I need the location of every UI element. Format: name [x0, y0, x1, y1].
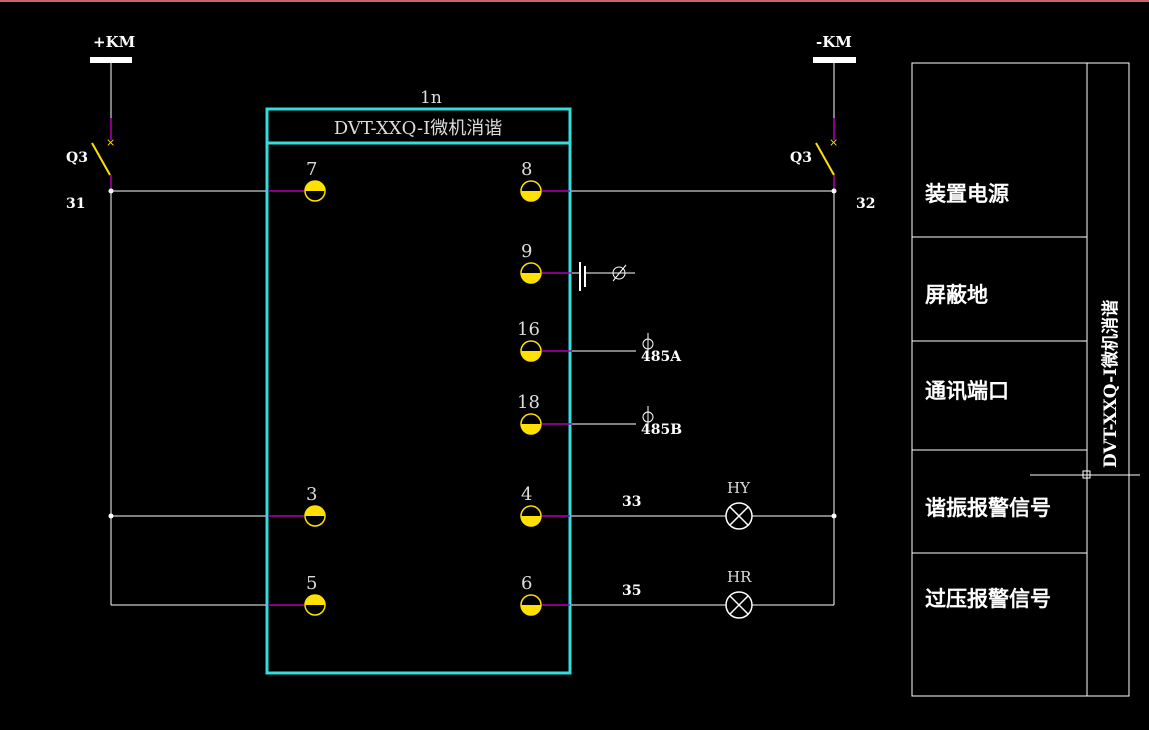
terminal-6-fill: [521, 605, 541, 615]
comm-485a-label: 485A: [641, 349, 682, 365]
terminal-5-label: 5: [306, 573, 317, 594]
switch-q3-right-label: Q3: [790, 150, 812, 166]
switch-q3-left[interactable]: × Q3: [66, 118, 115, 191]
terminal-16-label: 16: [517, 319, 540, 340]
device-ref-label: 1n: [420, 88, 442, 108]
junction-31: [108, 188, 114, 194]
lamp-hy-circle: [725, 502, 753, 530]
legend-row-comm-port: 通讯端口: [925, 379, 1009, 403]
terminal-6-label: 6: [521, 573, 532, 594]
terminal-3-fill: [305, 506, 325, 516]
terminal-8-fill: [521, 191, 541, 201]
legend-side-title: DVT-XXQ-I微机消谐: [1100, 300, 1121, 468]
terminal-4-fill: [521, 516, 541, 526]
terminal-7-label: 7: [306, 159, 317, 180]
switch-q3-right[interactable]: × Q3: [790, 118, 838, 191]
terminal-8-label: 8: [521, 159, 532, 180]
right-wiring: 33 35: [570, 188, 837, 606]
terminal-3-label: 3: [306, 484, 317, 505]
terminal-18[interactable]: 18: [517, 392, 572, 435]
switch-q3-left-blade: [91, 142, 111, 176]
lamp-hy[interactable]: HY: [725, 479, 753, 530]
negative-bus-label: -KM: [816, 33, 852, 51]
terminal-9-fill: [521, 273, 541, 283]
terminal-16[interactable]: 16: [517, 319, 572, 362]
terminal-3[interactable]: 3: [268, 484, 326, 527]
legend-row-shield-ground: 屏蔽地: [925, 283, 988, 307]
legend-frame: [911, 62, 1130, 697]
negative-bus-bar: [813, 57, 856, 63]
junction-32: [831, 188, 837, 194]
junction-left-3: [108, 513, 114, 519]
lamp-hr-cross-b: [729, 595, 749, 615]
switch-q3-left-label: Q3: [66, 150, 88, 166]
terminal-9-label: 9: [521, 241, 532, 262]
comm-485b[interactable]: 485B: [572, 406, 682, 438]
switch-q3-right-blade: [815, 142, 835, 176]
legend-row-resonance-alarm: 谐振报警信号: [925, 496, 1051, 520]
terminal-4[interactable]: 4: [520, 484, 570, 527]
cursor-pickbox: [1082, 470, 1091, 479]
ground-terminal-ring: [612, 266, 626, 280]
junction-right-4: [831, 513, 837, 519]
wire-33-label: 33: [622, 494, 641, 510]
device-frame: [265, 107, 572, 675]
switch-q3-right-mark: ×: [829, 136, 838, 149]
switch-q3-left-mark: ×: [106, 136, 115, 149]
window-top-border: [0, 0, 1149, 2]
terminal-6[interactable]: 6: [520, 573, 570, 616]
terminal-4-label: 4: [521, 484, 532, 505]
comm-485b-label: 485B: [641, 422, 682, 438]
terminal-5[interactable]: 5: [268, 573, 326, 616]
terminal-16-fill: [521, 351, 541, 361]
device-title: DVT-XXQ-I微机消谐: [334, 118, 502, 139]
legend-row-overvoltage-alarm: 过压报警信号: [925, 587, 1051, 611]
ground-terminal-slash: [612, 264, 627, 282]
lamp-hy-cross-b: [729, 506, 749, 526]
left-wiring: [108, 188, 268, 606]
legend-table: 装置电源 屏蔽地 通讯端口 谐振报警信号 过压报警信号 DVT-XXQ-I微机消…: [911, 62, 1140, 697]
terminal-8[interactable]: 8: [520, 159, 570, 202]
positive-bus: +KM: [90, 33, 135, 118]
device-1n[interactable]: 1n DVT-XXQ-I微机消谐: [265, 88, 572, 675]
positive-bus-bar: [90, 57, 132, 63]
terminal-7[interactable]: 7: [268, 159, 326, 202]
comm-485a[interactable]: 485A: [572, 333, 682, 365]
terminal-5-fill: [305, 595, 325, 605]
terminal-9[interactable]: 9: [520, 241, 572, 284]
node-31-label: 31: [66, 196, 85, 212]
lamp-hr-circle: [725, 591, 753, 619]
negative-bus: -KM: [813, 33, 856, 118]
legend-row-power: 装置电源: [925, 182, 1009, 206]
node-32-label: 32: [856, 196, 875, 212]
terminal-18-label: 18: [517, 392, 540, 413]
lamp-hr[interactable]: HR: [725, 568, 753, 619]
lamp-hr-label: HR: [727, 568, 752, 586]
terminal-7-fill: [305, 181, 325, 191]
lamp-hy-label: HY: [727, 479, 751, 497]
terminal-18-fill: [521, 424, 541, 434]
ground-symbol: [572, 262, 635, 291]
wire-35-label: 35: [622, 583, 641, 599]
positive-bus-label: +KM: [93, 33, 135, 51]
